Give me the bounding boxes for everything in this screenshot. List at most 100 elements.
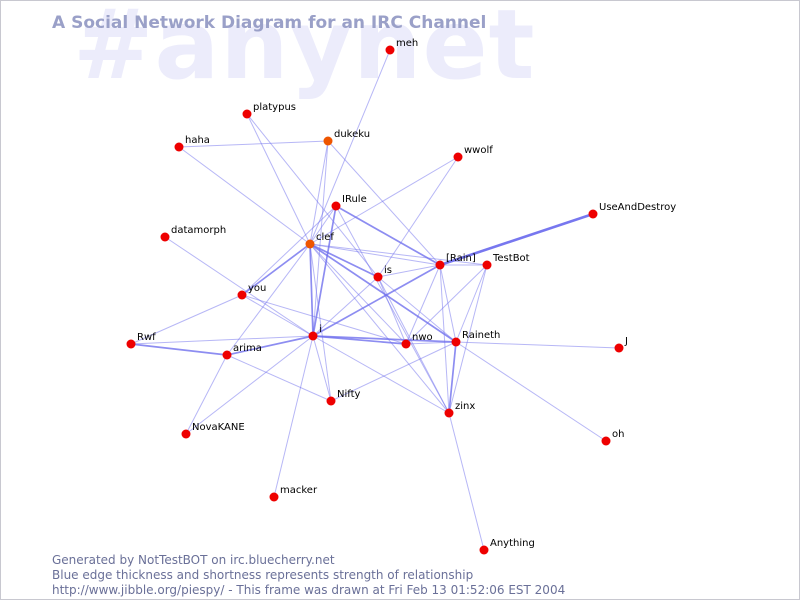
edge-platypus-clef <box>246 113 311 245</box>
node-you[interactable]: you <box>237 283 267 300</box>
node-dot <box>305 239 315 249</box>
node-label: J <box>624 336 628 347</box>
edge-you-nwo <box>241 294 407 345</box>
node-dot <box>308 331 318 341</box>
edge-haha-clef <box>178 146 311 245</box>
edge-TestBot-Raineth <box>455 264 488 343</box>
node-J[interactable]: J <box>614 336 628 353</box>
node-zinx[interactable]: zinx <box>444 401 476 418</box>
edge-clef-is <box>309 243 379 278</box>
node-dot <box>181 429 191 439</box>
node-label: NovaKANE <box>192 422 245 433</box>
node-dot <box>435 260 445 270</box>
edge-arima-NovaKANE <box>185 354 228 435</box>
edge-dukeku-i <box>312 140 329 337</box>
node-label: TestBot <box>492 253 530 264</box>
node-arima[interactable]: arima <box>222 343 262 360</box>
edge-i-Raineth <box>312 335 457 343</box>
edge-is-Raineth <box>377 276 457 343</box>
edge-datamorph-i <box>164 236 314 337</box>
node-dot <box>222 350 232 360</box>
edge-dukeku-clef <box>309 140 329 245</box>
node-Nifty[interactable]: Nifty <box>326 389 361 406</box>
node-dot <box>482 260 492 270</box>
node-is[interactable]: is <box>373 265 393 282</box>
node-meh[interactable]: meh <box>385 38 419 55</box>
node-dot <box>588 209 598 219</box>
footer-legend: Blue edge thickness and shortness repres… <box>52 568 474 582</box>
node-clef[interactable]: clef <box>305 232 335 249</box>
node-dot <box>237 290 247 300</box>
node-TestBot[interactable]: TestBot <box>482 253 530 270</box>
edge-is-zinx <box>377 276 450 414</box>
node-label: wwolf <box>464 145 493 156</box>
node-platypus[interactable]: platypus <box>242 102 297 119</box>
node-NovaKANE[interactable]: NovaKANE <box>181 422 245 439</box>
node-label: meh <box>396 38 418 49</box>
edge-Raineth-J <box>455 341 620 349</box>
node-Rwf[interactable]: Rwf <box>126 332 157 349</box>
node-label: clef <box>316 232 334 243</box>
footer-link[interactable]: http://www.jibble.org/piespy/ - This fra… <box>52 583 566 597</box>
node-macker[interactable]: macker <box>269 485 318 502</box>
node-i[interactable]: i <box>308 324 322 341</box>
node-haha[interactable]: haha <box>174 135 210 152</box>
edge-Rwf-arima <box>130 343 228 356</box>
edge-IRule-i <box>312 205 337 337</box>
node-dot <box>451 337 461 347</box>
edge-layer <box>130 49 620 551</box>
edge-meh-clef <box>309 49 391 245</box>
edge-clef-Rainl <box>309 243 441 266</box>
node-nwo[interactable]: nwo <box>401 332 433 349</box>
edge-wwolf-clef <box>309 156 459 245</box>
node-dot <box>126 339 136 349</box>
footer: Generated by NotTestBOT on irc.bluecherr… <box>52 553 565 598</box>
node-dot <box>453 152 463 162</box>
node-dot <box>385 45 395 55</box>
edge-you-Rwf <box>130 294 243 345</box>
node-datamorph[interactable]: datamorph <box>160 225 227 242</box>
edge-i-NovaKANE <box>185 335 314 435</box>
edge-Rainl-i <box>312 264 441 337</box>
node-wwolf[interactable]: wwolf <box>453 145 494 162</box>
edge-is-nwo <box>377 276 407 345</box>
edge-clef-i <box>309 243 314 337</box>
edge-zinx-Anything <box>448 412 485 551</box>
node-dot <box>323 136 333 146</box>
edge-arima-Nifty <box>226 354 332 402</box>
edge-Raineth-zinx <box>448 341 457 414</box>
edge-i-arima <box>226 335 314 356</box>
node-label: Anything <box>490 538 535 549</box>
node-dot <box>401 339 411 349</box>
edge-clef-arima <box>226 243 311 356</box>
node-label: oh <box>612 429 624 440</box>
node-Anything[interactable]: Anything <box>479 538 535 555</box>
node-label: arima <box>233 343 262 354</box>
node-label: IRule <box>342 194 367 205</box>
node-Rainl[interactable]: [Rain] <box>435 253 476 270</box>
edge-Raineth-oh <box>455 341 607 442</box>
edge-i-macker <box>273 335 314 498</box>
node-label: dukeku <box>334 129 370 140</box>
node-label: Raineth <box>462 330 500 341</box>
diagram-title: A Social Network Diagram for an IRC Chan… <box>52 13 487 33</box>
node-dot <box>614 343 624 353</box>
node-label: UseAndDestroy <box>599 202 676 213</box>
node-dot <box>373 272 383 282</box>
edge-clef-Nifty <box>309 243 332 402</box>
node-label: nwo <box>412 332 433 343</box>
node-dot <box>601 436 611 446</box>
node-label: you <box>248 283 266 294</box>
node-label: platypus <box>253 102 296 113</box>
edge-TestBot-zinx <box>448 264 488 414</box>
node-label: Rwf <box>137 332 156 343</box>
edge-Raineth-nwo <box>405 341 457 345</box>
edge-clef-Raineth <box>309 243 457 343</box>
node-UseAndDestroy[interactable]: UseAndDestroy <box>588 202 677 219</box>
node-oh[interactable]: oh <box>601 429 625 446</box>
node-dot <box>242 109 252 119</box>
node-dukeku[interactable]: dukeku <box>323 129 371 146</box>
node-Raineth[interactable]: Raineth <box>451 330 501 347</box>
node-IRule[interactable]: IRule <box>331 194 367 211</box>
